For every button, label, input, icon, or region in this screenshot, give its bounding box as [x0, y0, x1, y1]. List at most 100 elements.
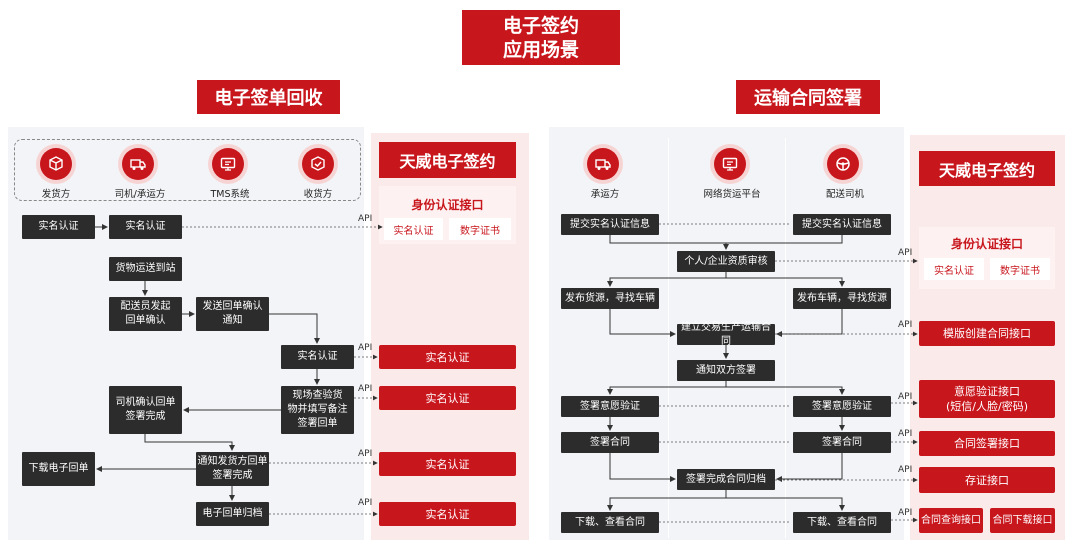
- api-contract-sign: 合同签署接口: [919, 431, 1055, 456]
- step-download-carrier: 下载、查看合同: [561, 512, 659, 533]
- step-create-contract: 建立交易生产运输合同: [677, 322, 775, 347]
- api-text: (短信/人脸/密码): [946, 400, 1028, 413]
- truck-icon: [122, 148, 154, 180]
- connector: [609, 453, 676, 482]
- step-qualification-review: 个人/企业资质审核: [677, 251, 775, 272]
- actor-driver: 配送司机: [815, 148, 875, 200]
- step-archive-contract: 签署完成合同归档: [677, 469, 775, 490]
- right-id-api-title: 身份认证接口: [950, 237, 1023, 251]
- actor-label: 配送司机: [825, 189, 864, 200]
- step-inspect-sign: 现场查验货 物并填写备注 签署回单: [281, 386, 354, 434]
- api-label: API: [898, 465, 913, 475]
- actor-carrier: 司机/承运方: [100, 148, 180, 200]
- actor-label: TMS系统: [210, 189, 250, 200]
- api-label: API: [898, 429, 913, 439]
- api-contract-query: 合同查询接口: [919, 508, 983, 533]
- step-driver-confirm: 司机确认回单 签署完成: [109, 386, 182, 434]
- step-text: 签署完成: [125, 411, 166, 422]
- step-publish-goods: 发布货源，寻找车辆: [561, 288, 659, 309]
- step-initiate-receipt: 配送员发起 回单确认: [109, 297, 182, 331]
- actor-carrier: 承运方: [575, 148, 635, 200]
- left-api-box: 实名认证: [379, 386, 516, 410]
- api-label: API: [898, 320, 913, 330]
- left-section-title: 电子签单回收: [197, 80, 340, 114]
- monitor-icon: [714, 148, 746, 180]
- api-label: API: [358, 384, 373, 394]
- steering-wheel-icon: [827, 148, 859, 180]
- api-evidence-store: 存证接口: [919, 467, 1055, 493]
- step-sign-driver: 签署合同: [793, 432, 891, 453]
- connector: [269, 313, 320, 344]
- step-text: 发送回单确认: [202, 301, 263, 312]
- step-submit-real-name-carrier: 提交实名认证信息: [561, 214, 659, 235]
- main-title-line1: 电子签约: [502, 14, 579, 37]
- actor-label: 承运方: [590, 189, 620, 200]
- step-text: 通知: [222, 315, 243, 326]
- left-provider-name: 天威电子签约: [379, 142, 516, 178]
- api-will-verify: 意愿验证接口 (短信/人脸/密码): [919, 380, 1055, 418]
- api-label: API: [358, 214, 373, 224]
- api-contract-download: 合同下载接口: [990, 508, 1055, 533]
- step-text: 物并填写备注: [287, 404, 348, 415]
- actor-label: 发货方: [41, 189, 71, 200]
- connector: [144, 434, 235, 451]
- connector: [726, 497, 845, 511]
- connector: [607, 272, 727, 287]
- step-text: 签署完成: [212, 470, 253, 481]
- step-will-verify-carrier: 签署意愿验证: [561, 396, 659, 417]
- connector: [726, 277, 845, 287]
- step-sign-carrier: 签署合同: [561, 432, 659, 453]
- api-label: API: [898, 392, 913, 402]
- left-id-item: 实名认证: [384, 218, 443, 240]
- actor-label: 收货方: [303, 189, 333, 200]
- lane-divider: [785, 138, 786, 538]
- left-api-box: 实名认证: [379, 452, 516, 476]
- actor-platform: 网络货运平台: [692, 148, 772, 200]
- step-download-receipt: 下载电子回单: [22, 452, 95, 486]
- step-text: 司机确认回单: [115, 397, 176, 408]
- left-actors-group: [14, 139, 361, 201]
- api-label: API: [898, 508, 913, 518]
- api-label: API: [358, 449, 373, 459]
- truck-icon: [587, 148, 619, 180]
- left-api-box: 实名认证: [379, 502, 516, 526]
- connector: [609, 309, 676, 337]
- connector: [776, 309, 843, 337]
- api-label: API: [898, 248, 913, 258]
- connector: [607, 490, 727, 511]
- api-text: 意愿验证接口: [954, 385, 1020, 398]
- step-real-name-shipper: 实名认证: [22, 215, 95, 239]
- step-will-verify-driver: 签署意愿验证: [793, 396, 891, 417]
- actor-tms: TMS系统: [200, 148, 260, 200]
- right-id-item: 数字证书: [990, 258, 1050, 280]
- right-section-title: 运输合同签署: [736, 80, 880, 114]
- step-text: 配送员发起: [120, 301, 171, 312]
- left-id-item: 数字证书: [449, 218, 511, 240]
- api-label: API: [358, 498, 373, 508]
- box-icon: [40, 148, 72, 180]
- lane-divider: [668, 138, 669, 538]
- step-notify-shipper: 通知发货方回单 签署完成: [196, 452, 269, 486]
- package-check-icon: [302, 148, 334, 180]
- step-download-driver: 下载、查看合同: [793, 512, 891, 533]
- connector: [726, 386, 845, 395]
- step-goods-arrive: 货物运送到站: [109, 257, 182, 281]
- actor-label: 网络货运平台: [703, 189, 761, 200]
- actor-shipper: 发货方: [36, 148, 76, 200]
- monitor-icon: [212, 148, 244, 180]
- step-publish-vehicle: 发布车辆，寻找货源: [793, 288, 891, 309]
- step-notify-parties: 通知双方签署: [677, 360, 775, 381]
- step-archive-receipt: 电子回单归档: [196, 502, 269, 526]
- connector: [726, 235, 843, 244]
- step-text: 签署回单: [297, 418, 338, 429]
- step-text: 回单确认: [125, 315, 166, 326]
- left-api-box: 实名认证: [379, 345, 516, 369]
- main-title-line2: 应用场景: [502, 38, 579, 61]
- step-real-name-consignee: 实名认证: [281, 345, 354, 369]
- actor-consignee: 收货方: [293, 148, 343, 200]
- connector: [609, 235, 729, 250]
- api-label: API: [358, 343, 373, 353]
- right-provider-name: 天威电子签约: [919, 151, 1055, 186]
- connector: [607, 381, 727, 395]
